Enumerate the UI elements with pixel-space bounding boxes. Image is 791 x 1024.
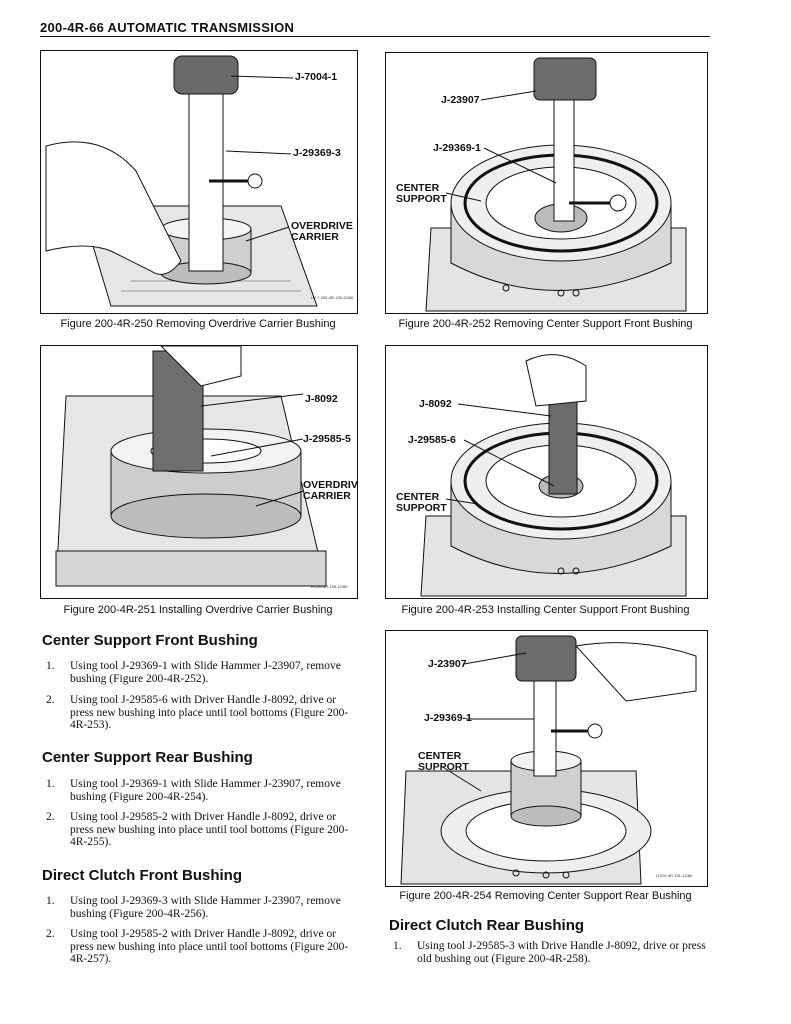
step-text: Using tool J-29585-6 with Driver Handle … <box>70 694 349 731</box>
figure-250-illustration: J-7004-1 J-29369-3 OVERDRIVE CARRIER H2 … <box>40 50 358 314</box>
figure-250-caption: Figure 200-4R-250 Removing Overdrive Car… <box>60 318 336 330</box>
center-support-front-install-drawing <box>420 354 687 597</box>
figure-253-illustration: J-8092 J-29585-6 CENTER SUPPORT <box>385 345 708 599</box>
overdrive-carrier-install-drawing <box>55 346 327 587</box>
callout-j-29369-1: J-29369-1 <box>424 712 472 724</box>
figure-252-illustration: J-23907 J-29369-1 CENTER SUPPORT <box>385 52 708 314</box>
step-item: 1. Using tool J-29369-1 with Slide Hamme… <box>46 660 360 686</box>
figure-code: H2 ≡ 200-4R-195-12/80 <box>311 295 354 300</box>
step-number: 1. <box>46 895 55 907</box>
callout-center-support: CENTER SUPPORT <box>396 491 447 514</box>
step-item: 1. Using tool J-29369-3 with Slide Hamme… <box>46 895 360 921</box>
section-direct-clutch-front: Direct Clutch Front Bushing <box>42 867 242 884</box>
section-center-support-front: Center Support Front Bushing <box>42 632 258 649</box>
page-header: 200-4R-66 AUTOMATIC TRANSMISSION <box>40 20 295 35</box>
center-support-front-removal-drawing <box>425 57 687 312</box>
center-support-rear-removal-drawing <box>400 635 697 885</box>
step-item: 1. Using tool J-29585-3 with Drive Handl… <box>393 940 707 966</box>
step-text: Using tool J-29369-3 with Slide Hammer J… <box>70 895 341 920</box>
callout-j-29585-5: J-29585-5 <box>303 433 351 445</box>
callout-j-29369-1: J-29369-1 <box>433 142 481 154</box>
step-number: 2. <box>46 928 55 940</box>
callout-j-23907: J-23907 <box>428 658 467 670</box>
figure-252-caption: Figure 200-4R-252 Removing Center Suppor… <box>398 318 693 330</box>
callout-j-8092: J-8092 <box>419 398 452 410</box>
step-item: 1. Using tool J-29369-1 with Slide Hamme… <box>46 778 360 804</box>
figure-251-illustration: J-8092 J-29585-5 OVERDRIVE CARRIER H 200… <box>40 345 358 599</box>
step-item: 2. Using tool J-29585-2 with Driver Hand… <box>46 811 360 849</box>
step-text: Using tool J-29369-1 with Slide Hammer J… <box>70 660 341 685</box>
callout-j-8092: J-8092 <box>305 393 338 405</box>
callout-j-29369-3: J-29369-3 <box>293 147 341 159</box>
section-center-support-rear: Center Support Rear Bushing <box>42 749 253 766</box>
overdrive-carrier-removal-drawing <box>45 55 318 307</box>
callout-center-support: CENTER SUPPORT <box>418 750 469 773</box>
section-direct-clutch-rear: Direct Clutch Rear Bushing <box>389 917 585 934</box>
figure-251-caption: Figure 200-4R-251 Installing Overdrive C… <box>63 604 333 616</box>
step-item: 2. Using tool J-29585-2 with Driver Hand… <box>46 928 360 966</box>
figure-code: H 200-4R 191-12/80 <box>656 873 693 878</box>
header-rule <box>40 36 710 37</box>
step-item: 2. Using tool J-29585-6 with Driver Hand… <box>46 694 360 732</box>
figure-253-caption: Figure 200-4R-253 Installing Center Supp… <box>401 604 690 616</box>
callout-center-support: CENTER SUPPORT <box>396 182 447 205</box>
callout-overdrive-carrier: OVERDRIVE CARRIER <box>291 220 353 243</box>
step-text: Using tool J-29585-2 with Driver Handle … <box>70 928 349 965</box>
callout-overdrive-carrier: OVERDRIVE CARRIER <box>303 479 358 502</box>
step-number: 1. <box>393 940 402 952</box>
step-number: 2. <box>46 694 55 706</box>
figure-code: H 200-4R-195-12/80 <box>311 584 348 589</box>
callout-j-7004-1: J-7004-1 <box>295 71 338 83</box>
step-text: Using tool J-29585-3 with Drive Handle J… <box>417 940 706 965</box>
callout-j-23907: J-23907 <box>441 94 480 106</box>
step-number: 1. <box>46 660 55 672</box>
figure-254-caption: Figure 200-4R-254 Removing Center Suppor… <box>399 890 692 902</box>
step-text: Using tool J-29585-2 with Driver Handle … <box>70 811 349 848</box>
step-text: Using tool J-29369-1 with Slide Hammer J… <box>70 778 341 803</box>
step-number: 1. <box>46 778 55 790</box>
callout-j-29585-6: J-29585-6 <box>408 434 456 446</box>
step-number: 2. <box>46 811 55 823</box>
figure-254-illustration: J-23907 J-29369-1 CENTER SUPPORT H 200-4… <box>385 630 708 887</box>
